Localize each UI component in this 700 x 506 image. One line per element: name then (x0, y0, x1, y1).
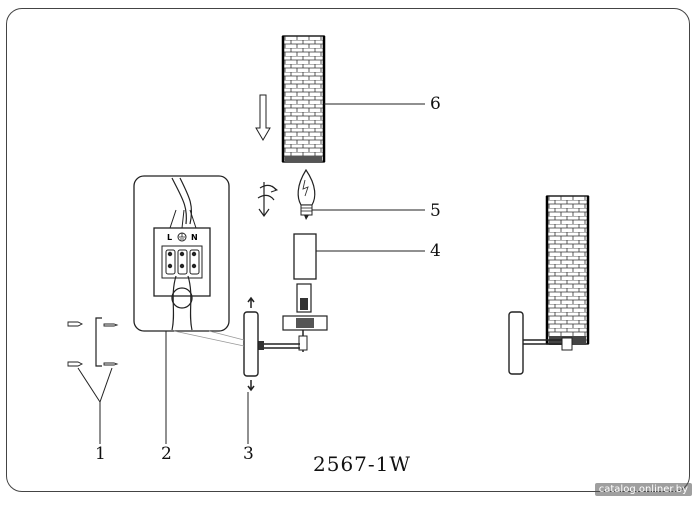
lamp-holder-arm (257, 283, 328, 352)
callout-2: 2 (161, 444, 172, 464)
callout-5: 5 (430, 201, 441, 221)
down-arrow-small-icon (247, 380, 255, 392)
diagram-frame (6, 8, 690, 492)
assembled-lamp (508, 195, 590, 375)
lightning-icon (302, 179, 309, 197)
callout-1: 1 (95, 444, 106, 464)
terminal-N-label: N (191, 233, 198, 242)
callout-4: 4 (430, 241, 441, 261)
socket-ring-part (293, 233, 425, 280)
bulb-part (297, 168, 425, 220)
up-arrow-icon (247, 296, 255, 308)
down-arrow-icon (255, 94, 271, 141)
callout-3: 3 (243, 444, 254, 464)
screws-anchors-part (67, 317, 119, 444)
terminal-block-callout: L N (133, 175, 245, 444)
ground-symbol-icon (177, 232, 187, 242)
terminal-L-label: L (167, 233, 172, 242)
model-code: 2567-1W (313, 452, 411, 476)
glass-shade-part (281, 35, 425, 163)
wall-plate-part (243, 296, 259, 444)
callout-6: 6 (430, 94, 441, 114)
watermark: catalog.onliner.by (594, 483, 692, 496)
rotate-screw-icon (257, 182, 279, 218)
